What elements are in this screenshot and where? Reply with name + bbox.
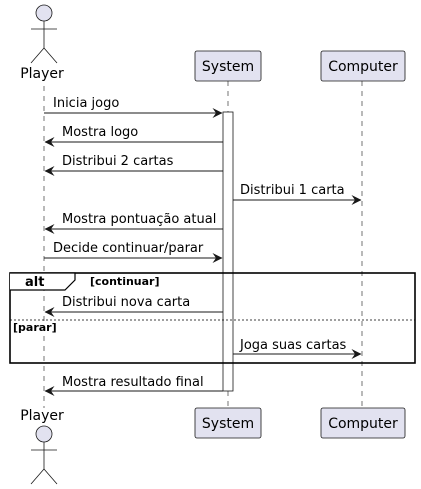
alt-frame-tab [10,272,76,291]
participant-system-bottom: System [194,407,262,439]
actor-figure-icon [30,4,58,64]
alt-frame-keyword: alt [25,275,44,290]
message-label: Distribui nova carta [62,295,190,310]
message-mostra-pontuacao: Mostra pontuação atual [44,212,223,234]
message-joga-suas-cartas: Joga suas cartas [233,338,362,359]
actor-player-top: Player [20,4,64,82]
participant-computer-bottom: Computer [320,407,406,439]
message-decide-continuar: Decide continuar/parar [44,241,223,263]
participant-label-computer-top: Computer [328,59,398,75]
actor-figure-icon [30,425,58,485]
participant-computer-top: Computer [320,50,406,82]
message-distribui-2-cartas: Distribui 2 cartas [44,154,223,176]
message-inicia-jogo: Inicia jogo [44,96,223,118]
actor-label-player-top: Player [20,66,64,82]
message-distribui-1-carta: Distribui 1 carta [233,183,362,205]
message-label: Distribui 1 carta [240,183,345,198]
actor-player-bottom: Player [20,408,64,485]
alt-frame: alt [continuar] [parar] [9,272,416,364]
message-label: Decide continuar/parar [53,241,204,256]
message-label: Mostra pontuação atual [62,212,216,227]
participant-system-top: System [194,50,262,82]
message-label: Mostra logo [62,125,138,140]
message-mostra-resultado: Mostra resultado final [44,375,223,396]
participant-label-system-bottom: System [202,416,254,432]
actor-label-player-bottom: Player [20,408,64,424]
alt-guard-continuar: [continuar] [90,275,160,288]
message-label: Distribui 2 cartas [62,154,174,169]
message-label: Inicia jogo [53,96,119,111]
participant-label-computer-bottom: Computer [328,416,398,432]
message-label: Joga suas cartas [239,338,347,353]
alt-guard-parar: [parar] [13,321,57,334]
activation-bar-system [222,111,234,392]
participant-label-system-top: System [202,59,254,75]
message-distribui-nova-carta: Distribui nova carta [44,295,223,317]
message-label: Mostra resultado final [62,375,204,390]
message-mostra-logo: Mostra logo [44,125,223,147]
